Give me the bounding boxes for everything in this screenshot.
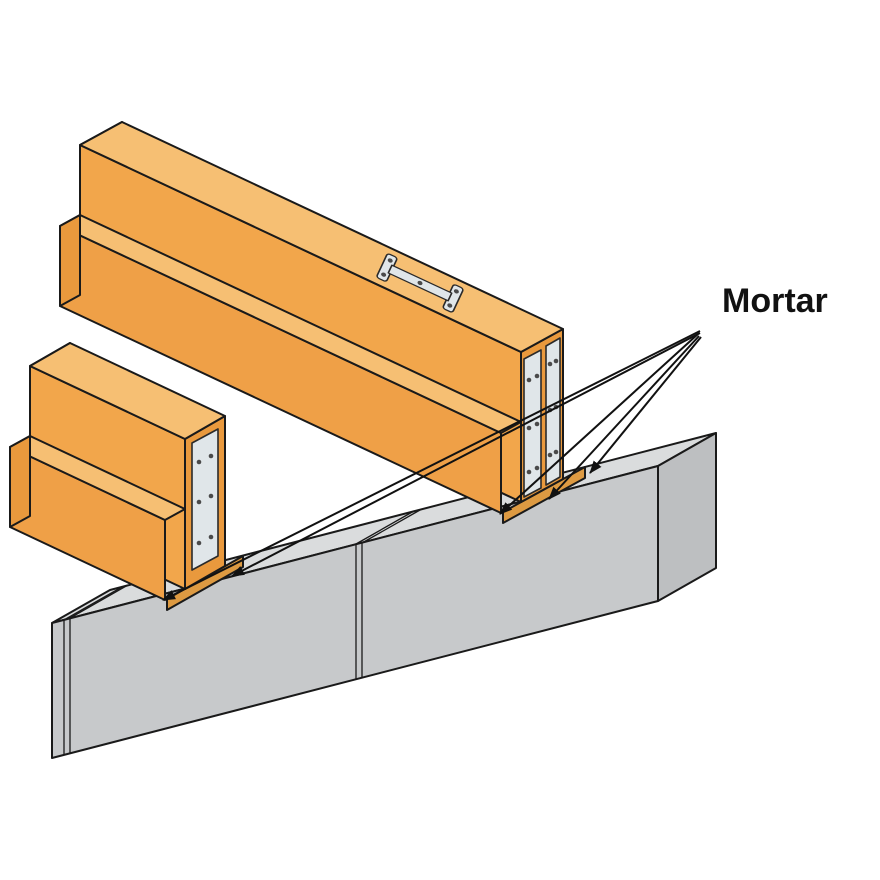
rear-beam (9, 342, 226, 601)
front-beam-ledger-end-face (59, 214, 81, 307)
front-beam-strap-plate-left (523, 349, 542, 498)
mortar-arrow (231, 332, 701, 577)
screw (208, 534, 214, 540)
screw (526, 469, 532, 475)
mortar-arrow (589, 336, 702, 474)
rear-beam-top-face (29, 342, 226, 440)
screw (534, 373, 540, 379)
front-beam (59, 121, 564, 514)
mortar-label: Mortar (722, 282, 828, 320)
mortar-callout-arrows (162, 330, 702, 601)
screw (534, 465, 540, 471)
rear-beam-strap-screws (196, 453, 214, 546)
screw (196, 459, 202, 465)
screw (526, 425, 532, 431)
screw (447, 303, 453, 308)
screw (553, 449, 559, 455)
mortar-arrow (499, 333, 699, 515)
screw (387, 258, 393, 263)
wall-joint-line-top (361, 509, 421, 544)
mortar-arrow (162, 330, 701, 601)
rear-beam-strap-plate (191, 428, 219, 571)
wall-end-face (657, 432, 717, 602)
screw (553, 358, 559, 364)
screw (208, 453, 214, 459)
screw (381, 272, 387, 277)
screw (526, 377, 532, 383)
screw (547, 361, 553, 367)
front-beam-strap-plate-right (545, 337, 561, 486)
screw (534, 421, 540, 427)
top-tie-plate (376, 253, 464, 313)
screw (196, 540, 202, 546)
screw (196, 499, 202, 505)
front-beam-strap-screws (526, 358, 559, 475)
screw (208, 493, 214, 499)
screw (453, 289, 459, 294)
screw (547, 452, 553, 458)
screw (417, 280, 423, 286)
wall-joint-line-top (63, 586, 123, 621)
wall-joint-line-top (355, 510, 415, 545)
wall-joint-line-top (69, 584, 129, 619)
rear-beam-ledger-end-face (9, 435, 31, 528)
mortar-arrow (548, 335, 700, 500)
